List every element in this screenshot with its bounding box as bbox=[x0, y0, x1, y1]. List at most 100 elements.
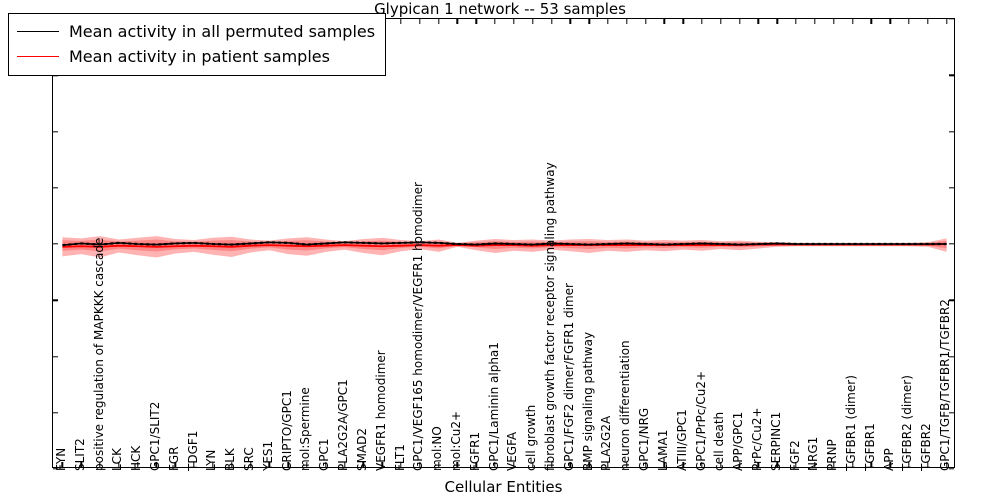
x-tick-mark-top bbox=[682, 19, 684, 24]
y-tick-mark-right bbox=[949, 468, 954, 470]
x-tick-label: SERPINC1 bbox=[768, 411, 783, 471]
x-tick-label: FGF2 bbox=[787, 440, 802, 471]
x-tick-mark-top bbox=[945, 19, 948, 24]
x-tick-label: GPC1/SLIT2 bbox=[147, 401, 162, 471]
x-tick-label: GPC1/PrPc/Cu2+ bbox=[693, 370, 708, 471]
x-tick-label: SRC bbox=[242, 447, 257, 471]
x-tick-label: BLK bbox=[223, 448, 238, 471]
x-tick-mark bbox=[663, 462, 666, 467]
y-tick-mark bbox=[53, 187, 58, 189]
x-tick-mark-top bbox=[757, 19, 760, 24]
x-tick-mark bbox=[155, 462, 158, 467]
x-tick-label: SLIT2 bbox=[72, 438, 87, 471]
y-tick-mark bbox=[53, 355, 58, 358]
x-tick-label: LYN bbox=[204, 449, 219, 471]
y-tick-mark-right bbox=[949, 355, 954, 358]
x-tick-mark bbox=[908, 462, 910, 467]
x-tick-mark-top bbox=[795, 19, 797, 24]
x-tick-mark bbox=[475, 462, 477, 467]
x-tick-mark-top bbox=[738, 19, 741, 24]
x-tick-mark bbox=[738, 462, 741, 467]
plot-canvas bbox=[53, 19, 954, 467]
x-tick-label: GPC1/NRG bbox=[637, 407, 652, 471]
y-tick-mark bbox=[53, 468, 58, 470]
x-tick-label: HCK bbox=[129, 445, 144, 471]
x-tick-mark-top bbox=[870, 19, 873, 24]
x-tick-label: mol:Cu2+ bbox=[448, 410, 463, 471]
x-tick-mark bbox=[607, 462, 609, 467]
x-tick-mark bbox=[287, 462, 289, 467]
x-tick-label: PLA2G2A/GPC1 bbox=[336, 379, 351, 471]
x-tick-mark bbox=[569, 462, 572, 467]
x-tick-mark bbox=[400, 462, 402, 467]
x-tick-label: CRIPTO/GPC1 bbox=[279, 390, 294, 471]
x-tick-label: positive regulation of MAPKKK cascade bbox=[91, 237, 106, 471]
legend-label: Mean activity in all permuted samples bbox=[69, 22, 376, 41]
x-tick-mark-top bbox=[400, 19, 402, 24]
series-line-permuted bbox=[62, 241, 947, 246]
x-tick-mark bbox=[362, 462, 365, 467]
x-tick-mark-top bbox=[550, 19, 553, 24]
legend-swatch-line bbox=[17, 56, 59, 57]
x-tick-mark-top bbox=[456, 19, 459, 24]
y-tick-mark-right bbox=[949, 74, 954, 76]
x-tick-label: mol:NO bbox=[430, 426, 445, 471]
x-tick-mark-top bbox=[532, 19, 534, 24]
x-tick-mark-top bbox=[513, 19, 515, 24]
chart-title: Glypican 1 network -- 53 samples bbox=[374, 0, 626, 18]
x-tick-mark bbox=[80, 462, 82, 467]
x-tick-mark-top bbox=[776, 19, 778, 24]
x-tick-label: PRNP bbox=[825, 439, 840, 471]
x-tick-mark-top bbox=[475, 19, 477, 24]
x-tick-label: cell death bbox=[712, 411, 727, 471]
x-tick-mark-top bbox=[494, 19, 496, 24]
x-tick-mark bbox=[306, 462, 308, 467]
x-tick-label: YES1 bbox=[260, 440, 275, 471]
x-tick-mark bbox=[532, 462, 534, 467]
x-tick-label: PrPc/Cu2+ bbox=[749, 407, 764, 471]
y-tick-mark bbox=[53, 412, 58, 414]
x-tick-mark-top bbox=[419, 19, 421, 24]
y-tick-mark-right bbox=[949, 299, 954, 301]
y-tick-mark-right bbox=[949, 412, 954, 414]
x-tick-mark bbox=[99, 462, 101, 467]
x-tick-mark bbox=[626, 462, 628, 467]
x-tick-mark-top bbox=[701, 19, 703, 24]
x-tick-mark-top bbox=[569, 19, 572, 24]
x-tick-label: FYN bbox=[53, 447, 68, 471]
x-tick-mark bbox=[513, 462, 515, 467]
x-tick-label: TGFBR1 bbox=[862, 423, 877, 471]
x-tick-mark bbox=[325, 462, 327, 467]
x-tick-label: TGFBR2 bbox=[919, 423, 934, 471]
x-tick-label: FLT1 bbox=[392, 444, 407, 471]
x-tick-mark bbox=[889, 462, 891, 467]
x-tick-label: GPC1/FGF2 dimer/FGFR1 dimer bbox=[561, 283, 576, 471]
legend-item: Mean activity in all permuted samples bbox=[17, 19, 375, 44]
x-tick-mark bbox=[268, 462, 271, 467]
x-tick-mark bbox=[644, 462, 647, 467]
x-tick-label: VEGFR1 homodimer bbox=[373, 350, 388, 471]
x-tick-label: GPC1/Laminin alpha1 bbox=[486, 342, 501, 471]
x-tick-mark-top bbox=[644, 19, 647, 24]
legend-label: Mean activity in patient samples bbox=[69, 47, 330, 66]
x-tick-mark-top bbox=[851, 19, 854, 24]
x-tick-label: SMAD2 bbox=[354, 427, 369, 471]
x-tick-label: GPC1/VEGF165 homodimer/VEGFR1 homodimer bbox=[411, 182, 426, 471]
x-tick-mark bbox=[588, 462, 590, 467]
x-tick-label: GPC1 bbox=[317, 438, 332, 471]
x-tick-mark bbox=[870, 462, 873, 467]
x-tick-mark bbox=[343, 462, 346, 467]
data-series-svg bbox=[62, 236, 947, 258]
x-tick-mark-top bbox=[814, 19, 816, 24]
x-tick-mark bbox=[851, 462, 854, 467]
x-tick-label: PLA2G2A bbox=[599, 415, 614, 471]
y-tick-mark-right bbox=[949, 243, 954, 245]
x-tick-mark bbox=[550, 462, 553, 467]
x-tick-mark bbox=[456, 462, 459, 467]
x-tick-mark-top bbox=[626, 19, 628, 24]
x-tick-label: fibroblast growth factor receptor signal… bbox=[543, 162, 558, 471]
x-tick-mark bbox=[701, 462, 703, 467]
x-tick-label: GPC1/TGFB/TGFBR1/TGFBR2 bbox=[938, 299, 953, 471]
